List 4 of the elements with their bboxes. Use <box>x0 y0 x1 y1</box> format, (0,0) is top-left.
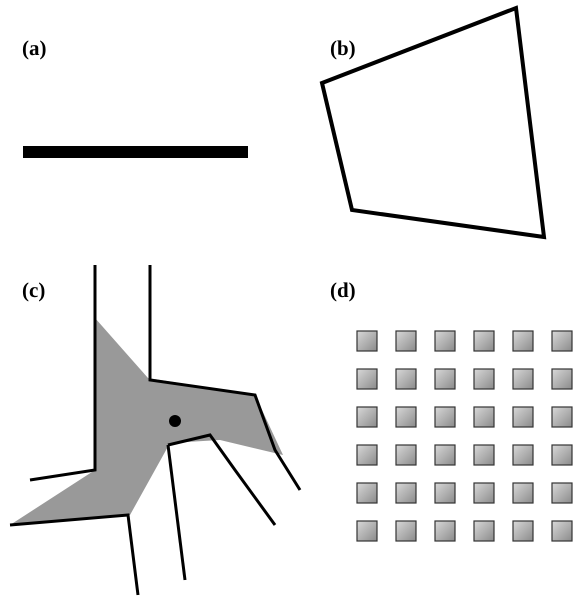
panel-label: (b) <box>330 38 356 59</box>
panel-label: (c) <box>22 280 46 301</box>
panel-label: (d) <box>330 280 356 301</box>
panel-label: (a) <box>22 38 46 59</box>
